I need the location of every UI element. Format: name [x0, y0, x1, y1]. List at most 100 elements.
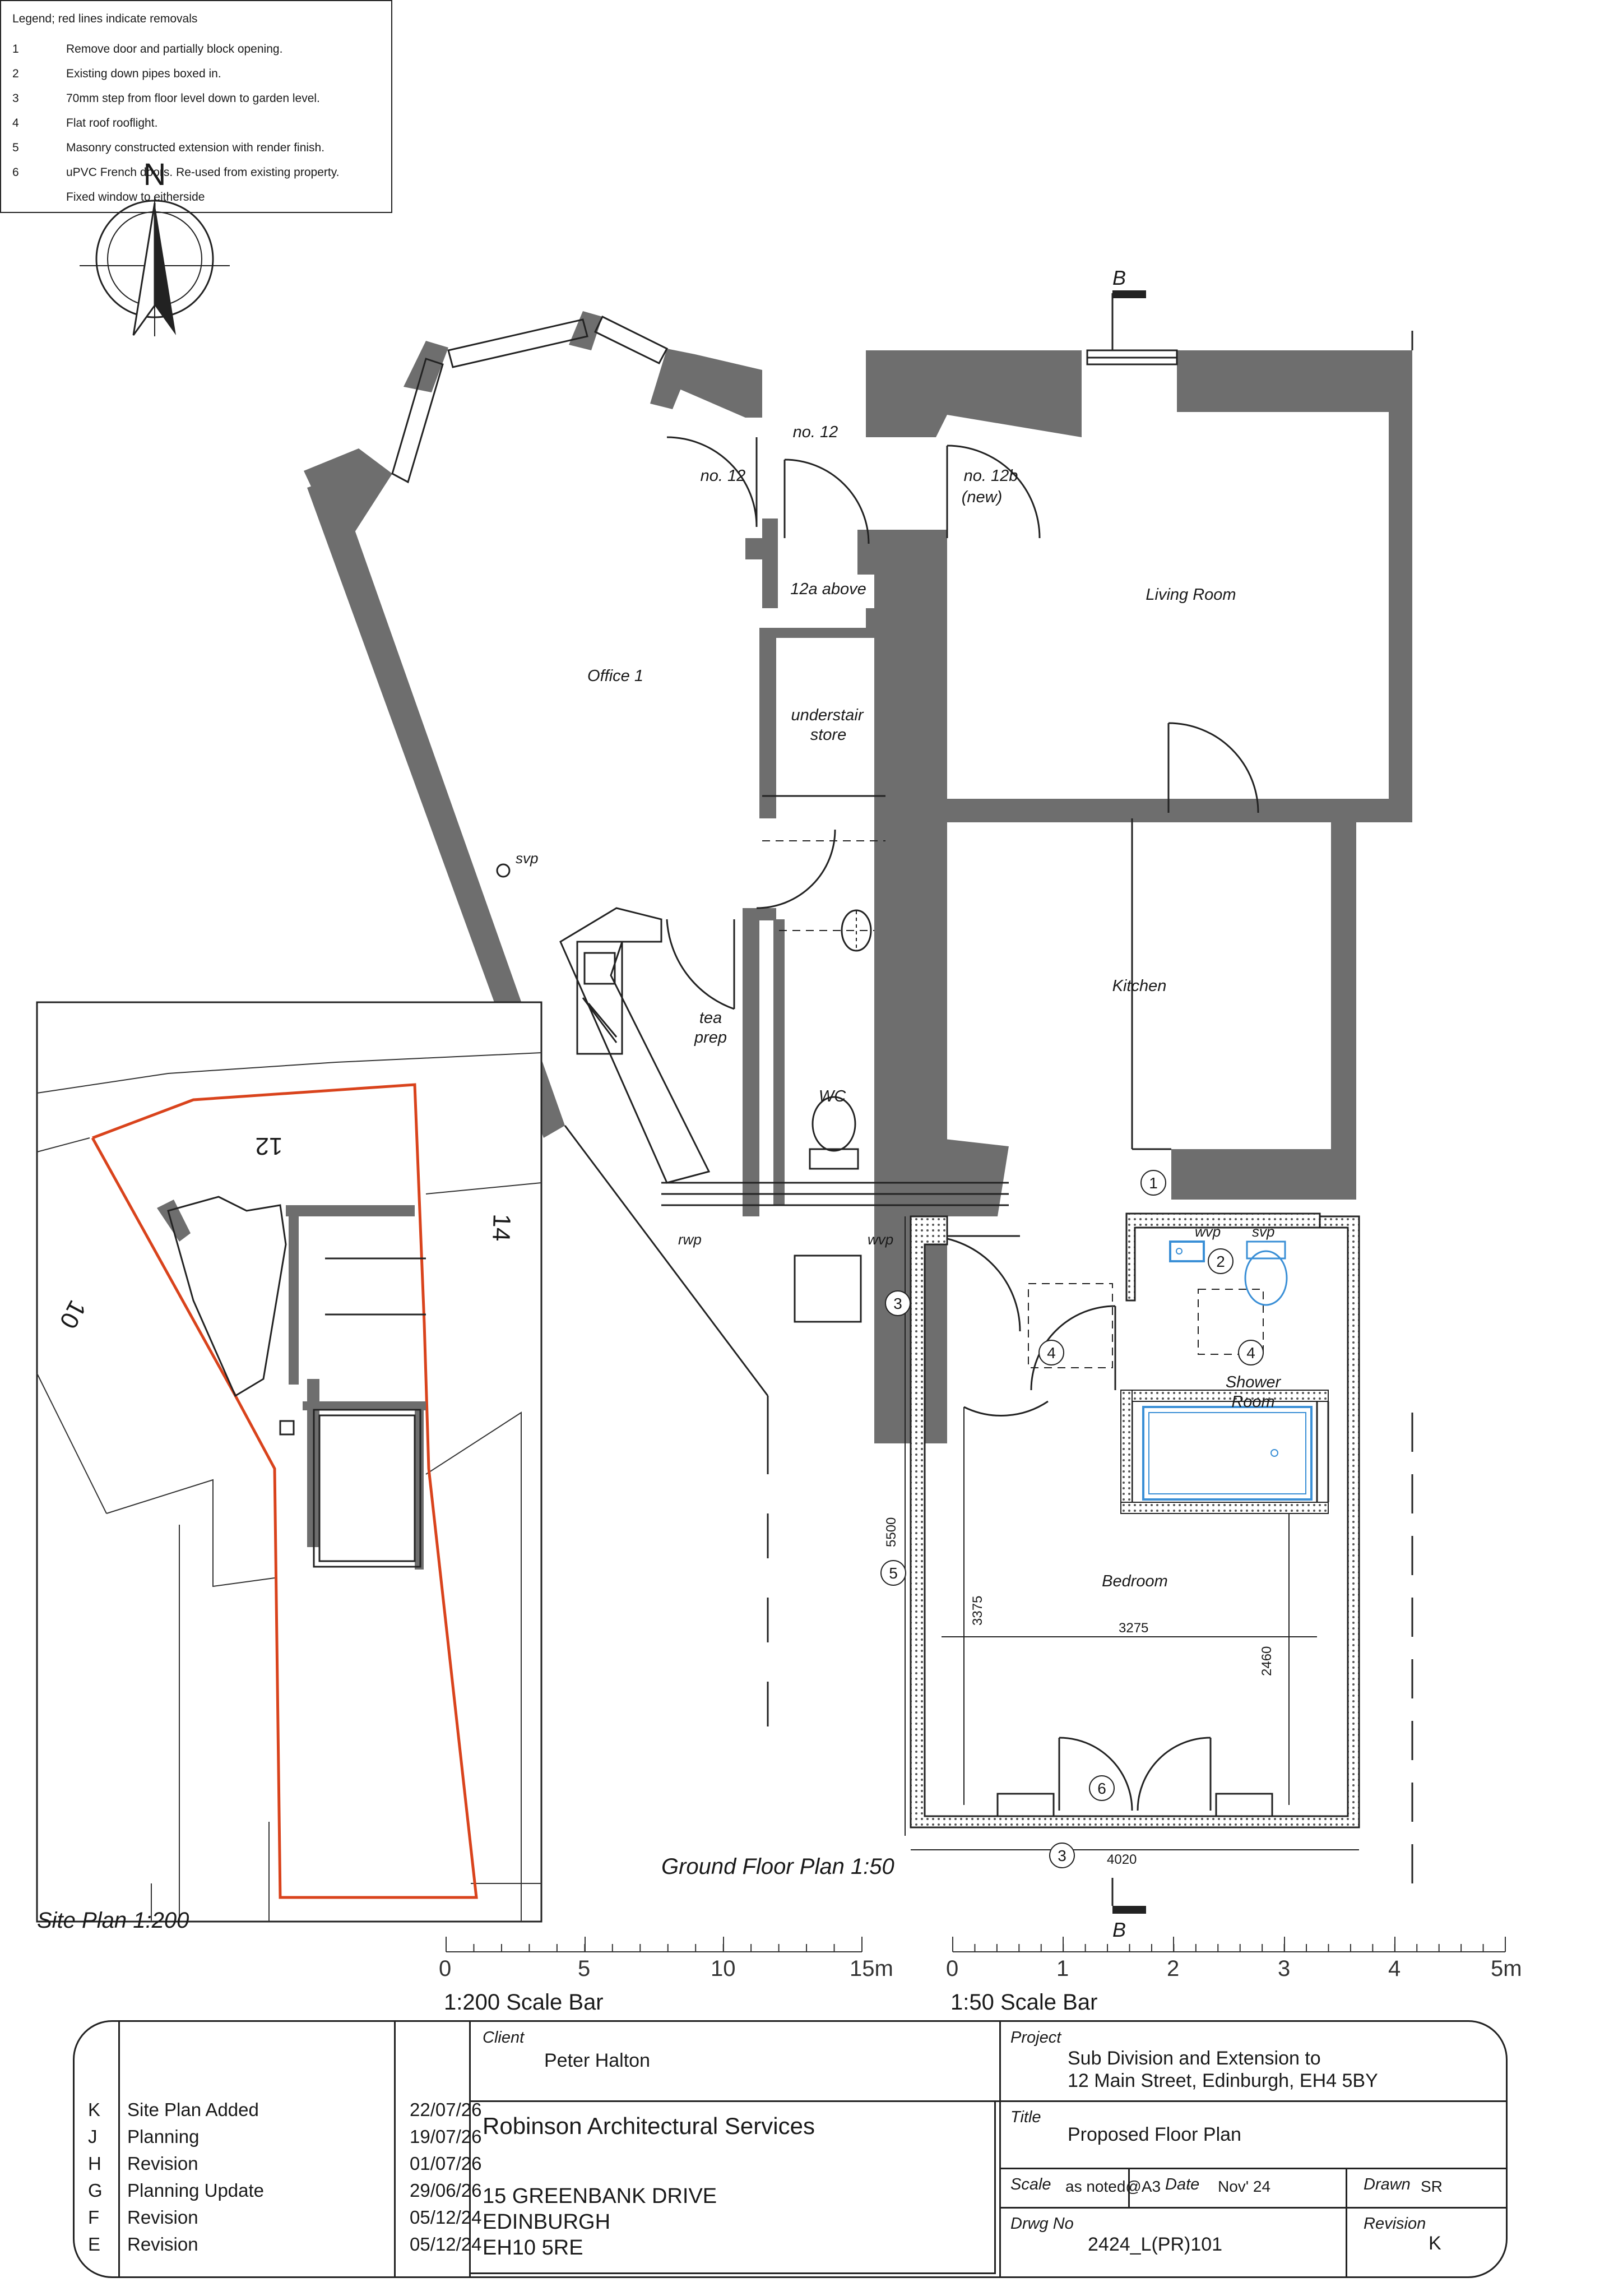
revision-row: K Site Plan Added 22/07/26	[88, 2099, 482, 2120]
bay-left-wall	[304, 448, 392, 552]
dim-ext-length: 5500	[884, 1517, 899, 1547]
kitchen-right-wall	[1331, 821, 1356, 1169]
label-svp-shower: svp	[1252, 1223, 1274, 1240]
dim-bed-width: 3275	[1119, 1621, 1148, 1636]
scale-bar-1-50	[952, 1937, 1506, 1952]
date-label: Date	[1165, 2175, 1200, 2193]
firm-name: Robinson Architectural Services	[483, 2113, 815, 2139]
label-wvp-shower: wvp	[1195, 1223, 1221, 1240]
dimension-texts: 5500 3375 3275 2460 4020	[884, 1517, 1274, 1867]
scale200-tick: 10	[711, 1956, 736, 1981]
callout-3b: 3	[1058, 1847, 1066, 1864]
office-diagonal-wall	[307, 478, 565, 1138]
callout-5: 5	[889, 1564, 898, 1582]
scale50-title: 1:50 Scale Bar	[950, 1990, 1098, 2015]
basin-fixture	[1169, 1240, 1205, 1262]
room-label-office: Office 1	[587, 667, 643, 685]
room-label-store-2: store	[810, 726, 846, 744]
revision-value: K	[1429, 2233, 1441, 2254]
drwg-number: 2424_L(PR)101	[1088, 2234, 1223, 2255]
room-label-no12b: no. 12b	[964, 467, 1018, 485]
callout-4a: 4	[1047, 1344, 1056, 1362]
firm-address-2: EDINBURGH	[483, 2210, 611, 2234]
scale-bar-minor-ticks	[446, 1944, 1506, 1952]
revision-label: Revision	[1364, 2215, 1426, 2233]
walls	[304, 311, 1412, 1443]
scale200-title: 1:200 Scale Bar	[444, 1990, 604, 2015]
room-label-bedroom: Bedroom	[1102, 1572, 1168, 1590]
date-value: Nov' 24	[1218, 2178, 1271, 2195]
scale50-tick: 3	[1278, 1956, 1291, 1981]
project-line-1: Sub Division and Extension to	[1068, 2048, 1321, 2069]
room-label-no12b-new: (new)	[962, 488, 1003, 506]
north-letter: N	[143, 156, 166, 192]
revision-row: F Revision 05/12/24	[88, 2207, 482, 2228]
scale-value: as noted@A3	[1065, 2178, 1161, 2195]
kitchen-bottom-wall	[1171, 1149, 1356, 1200]
bath-fixture	[1142, 1406, 1313, 1501]
scale200-tick: 15m	[850, 1956, 893, 1981]
label-svp-office: svp	[516, 850, 538, 867]
firm-address-1: 15 GREENBANK DRIVE	[483, 2184, 717, 2208]
legend-title: Legend; red lines indicate removals	[12, 12, 198, 25]
callout-circles	[880, 1170, 1264, 1868]
scale50-tick: 4	[1388, 1956, 1401, 1981]
bay-windows	[391, 315, 1178, 484]
room-labels: Office 1 no. 12 no. 12 no. 12b (new) 12a…	[587, 423, 1281, 1590]
room-label-store-1: understair	[791, 706, 864, 724]
site-boundary	[91, 1083, 478, 1899]
section-markers	[1112, 290, 1146, 1914]
revision-row: G Planning Update 29/06/26	[88, 2180, 482, 2201]
top-wall-entrance-right	[866, 350, 1082, 437]
label-wvp-wc: wvp	[868, 1231, 893, 1248]
dim-ext-width: 4020	[1107, 1852, 1137, 1867]
drawn-value: SR	[1421, 2178, 1443, 2195]
revision-row: H Revision 01/07/26	[88, 2153, 482, 2174]
drwg-label: Drwg No	[1010, 2215, 1074, 2233]
revision-row: E Revision 05/12/24	[88, 2234, 482, 2255]
bay-corner-left	[404, 341, 448, 392]
callout-numbers: 1 2 3 4 4 5 6 3	[889, 1174, 1255, 1864]
living-right-wall	[1389, 350, 1412, 821]
store-left-wall	[759, 628, 776, 818]
callout-6: 6	[1097, 1780, 1106, 1797]
scale50-tick: 0	[946, 1956, 959, 1981]
callout-1: 1	[1149, 1174, 1158, 1192]
site-plan-inset: 12 14 10	[36, 1001, 542, 1923]
room-label-12a-above: 12a above	[790, 580, 866, 598]
north-arrow-icon: N	[80, 156, 230, 336]
ground-floor-caption: Ground Floor Plan 1:50	[661, 1854, 894, 1879]
site-plan-caption: Site Plan 1:200	[37, 1908, 189, 1933]
room-label-tea: tea	[699, 1009, 722, 1027]
client-name: Peter Halton	[544, 2050, 650, 2071]
scale50-tick: 1	[1056, 1956, 1069, 1981]
room-label-prep: prep	[694, 1029, 727, 1047]
toilet-fixture	[1244, 1250, 1288, 1306]
site-plot-12: 12	[256, 1132, 283, 1160]
label-rwp: rwp	[678, 1231, 702, 1248]
label-section-bottom: B	[1112, 1918, 1126, 1941]
drawn-label: Drawn	[1364, 2175, 1411, 2193]
project-line-2: 12 Main Street, Edinburgh, EH4 5BY	[1068, 2070, 1378, 2091]
service-labels: svp rwp wvp wvp svp B B	[516, 266, 1274, 1941]
living-kitchen-wall	[947, 799, 1412, 822]
extension	[905, 1212, 1360, 1850]
scale-label: Scale	[1010, 2175, 1051, 2193]
callout-3a: 3	[893, 1295, 902, 1312]
scale-bar-1-200	[446, 1937, 862, 1952]
callout-4b: 4	[1246, 1344, 1255, 1362]
revision-row: J Planning 19/07/26	[88, 2126, 482, 2147]
label-section-top: B	[1112, 266, 1126, 289]
entry-wall-left	[762, 519, 778, 608]
room-label-kitchen: Kitchen	[1112, 977, 1167, 995]
project-label: Project	[1010, 2029, 1061, 2047]
firm-address-3: EH10 5RE	[483, 2236, 583, 2260]
scale200-tick: 5	[578, 1956, 591, 1981]
